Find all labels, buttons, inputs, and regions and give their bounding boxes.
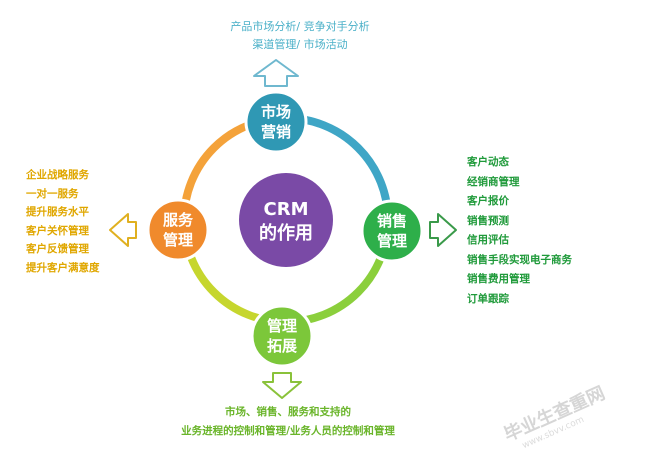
sales-detail-item: 客户动态 [467, 156, 509, 168]
node-sales-line-2: 管理 [376, 232, 407, 250]
service-detail-item: 客户关怀管理 [26, 224, 89, 237]
service-detail-item: 企业战略服务 [26, 169, 89, 181]
node-marketing-line-1: 市场 [260, 103, 291, 121]
sales-detail-item: 销售手段实现电子商务 [467, 253, 572, 266]
center-label: CRM 的作用 [239, 198, 333, 246]
arrow-right-icon [429, 213, 457, 247]
marketing-details: 产品市场分析/ 竞争对手分析 渠道管理/ 市场活动 [205, 18, 395, 54]
arrow-down-icon [262, 372, 302, 399]
node-management-circle [250, 304, 314, 368]
node-sales-circle [360, 199, 424, 263]
center-line-1: CRM [263, 199, 309, 220]
sales-detail-item: 客户报价 [467, 195, 509, 207]
service-detail-item: 提升客户满意度 [26, 261, 100, 274]
sales-detail-item: 销售预测 [467, 214, 509, 227]
node-marketing-line-2: 营销 [260, 123, 291, 141]
arrow-up-icon [253, 59, 299, 87]
center-line-2: 的作用 [259, 223, 313, 244]
node-sales-label: 销售 管理 [362, 211, 422, 251]
sales-detail-item: 销售费用管理 [467, 273, 530, 285]
node-service-line-1: 服务 [162, 211, 193, 229]
node-service-label: 服务 管理 [148, 210, 208, 250]
arrow-left-icon [109, 213, 137, 247]
marketing-detail-line: 渠道管理/ 市场活动 [252, 38, 348, 51]
node-service-line-2: 管理 [162, 231, 193, 249]
management-detail-line: 业务进程的控制和管理/业务人员的控制和管理 [181, 425, 395, 437]
node-management-line-2: 拓展 [266, 337, 297, 355]
service-detail-item: 一对一服务 [26, 187, 79, 200]
marketing-detail-line: 产品市场分析/ 竞争对手分析 [230, 20, 370, 33]
sales-detail-item: 订单跟踪 [467, 292, 509, 305]
service-detail-item: 客户反馈管理 [26, 243, 89, 255]
management-detail-line: 市场、销售、服务和支持的 [225, 406, 351, 418]
node-marketing-circle [244, 90, 308, 154]
node-marketing-label: 市场 营销 [246, 102, 306, 142]
service-details: 企业战略服务 一对一服务 提升服务水平 客户关怀管理 客户反馈管理 提升客户满意… [26, 166, 100, 277]
service-detail-item: 提升服务水平 [26, 206, 89, 218]
node-sales-line-1: 销售 [376, 212, 407, 230]
node-management-line-1: 管理 [266, 317, 297, 335]
node-service-circle [146, 198, 210, 262]
center-circle [239, 173, 333, 267]
sales-details: 客户动态 经销商管理 客户报价 销售预测 信用评估 销售手段实现电子商务 销售费… [467, 153, 572, 309]
sales-detail-item: 信用评估 [467, 234, 509, 246]
sales-detail-item: 经销商管理 [467, 175, 520, 188]
node-management-label: 管理 拓展 [252, 316, 312, 356]
management-details: 市场、销售、服务和支持的 业务进程的控制和管理/业务人员的控制和管理 [158, 403, 418, 441]
